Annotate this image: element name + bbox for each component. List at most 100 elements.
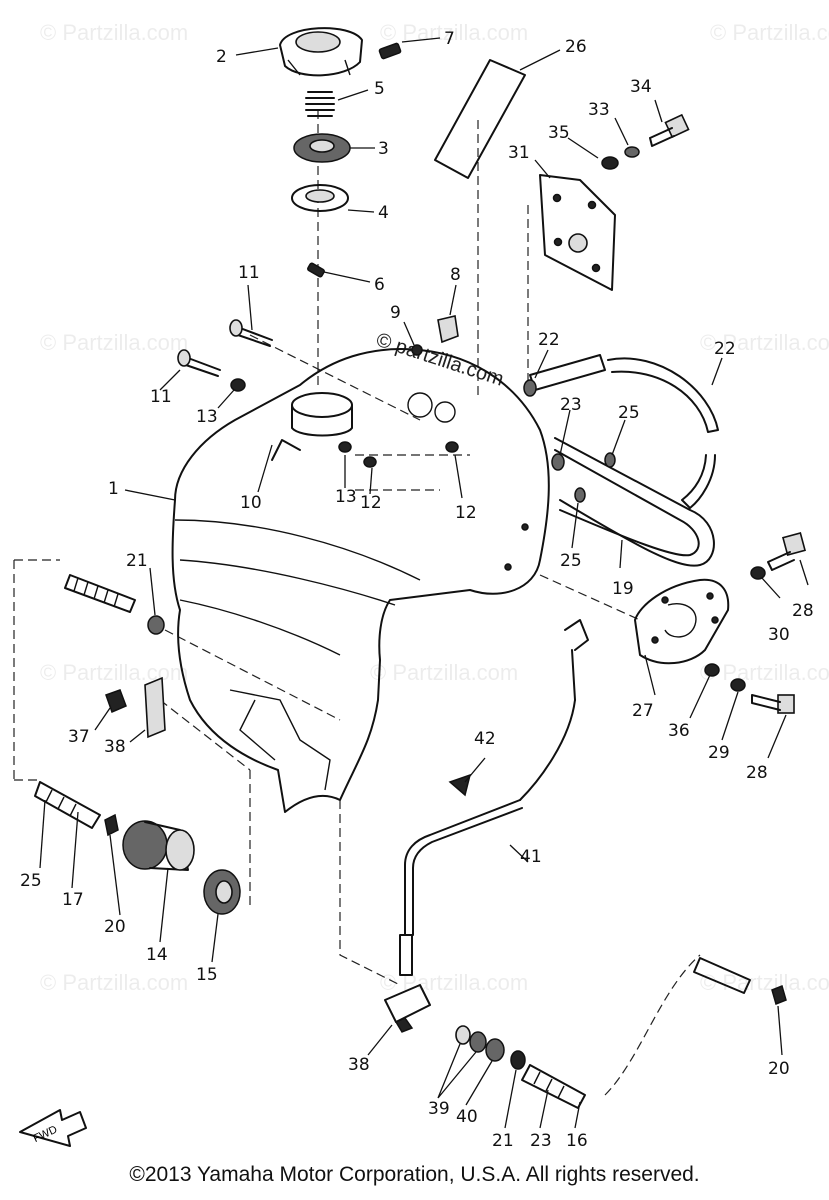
copyright-notice: ©2013 Yamaha Motor Corporation, U.S.A. A… [129, 1163, 700, 1186]
callout-label: 12 [360, 493, 382, 513]
hose-clip [574, 452, 616, 503]
callout-label: 23 [530, 1131, 552, 1151]
callout-label: 21 [126, 551, 148, 571]
fuel-cock [384, 934, 431, 1033]
cap-seal [293, 133, 351, 163]
hose-clamp [147, 615, 165, 635]
callout-label: 12 [455, 503, 477, 523]
callout-label: 11 [150, 387, 172, 407]
callout-label: 38 [104, 737, 126, 757]
callout-label: 20 [768, 1059, 790, 1079]
washer [338, 441, 352, 453]
callout-label: 6 [374, 275, 385, 295]
cap-gasket [291, 184, 349, 212]
callout-label: 41 [520, 847, 542, 867]
hose-spring [521, 1064, 586, 1109]
bracket-clip [271, 439, 301, 461]
small-pin [307, 262, 325, 278]
callout-labels: 2 7 5 3 4 6 26 34 33 35 31 8 9 11 11 13 … [20, 29, 814, 1151]
vent-hose [434, 59, 526, 179]
bolt [751, 694, 795, 714]
callout-label: 29 [708, 743, 730, 763]
fwd-arrow: FWD [19, 1109, 87, 1147]
callout-label: 39 [428, 1099, 450, 1119]
callout-label: 22 [714, 339, 736, 359]
bolt [229, 319, 273, 347]
callout-label: 42 [474, 729, 496, 749]
watermark: © Partzilla.com [700, 660, 829, 685]
callout-label: 4 [378, 203, 389, 223]
callout-label: 20 [104, 917, 126, 937]
callout-label: 37 [68, 727, 90, 747]
callout-label: 11 [238, 263, 260, 283]
fuel-tank [171, 348, 550, 813]
clip [104, 813, 119, 837]
callout-label: 31 [508, 143, 530, 163]
callout-label: 30 [768, 625, 790, 645]
watermark: © Partzilla.com [700, 330, 829, 355]
callout-label: 2 [216, 47, 227, 67]
callout-label: 13 [335, 487, 357, 507]
nut [105, 689, 127, 714]
center-watermark: © partzilla.com [373, 329, 506, 391]
cable-clip [448, 773, 472, 797]
hose-spring [64, 574, 136, 613]
filler-cap [122, 820, 195, 871]
callout-label: 25 [20, 871, 42, 891]
nut [601, 156, 619, 170]
guide-lines [13, 110, 701, 1096]
gasket [203, 869, 241, 915]
callout-label: 10 [240, 493, 262, 513]
fuel-hose [554, 437, 715, 567]
watermark: © Partzilla.com [380, 20, 528, 45]
callout-label: 16 [566, 1131, 588, 1151]
callout-label: 8 [450, 265, 461, 285]
bolt [767, 531, 807, 571]
leader-lines [39, 37, 809, 1129]
callout-label: 17 [62, 890, 84, 910]
callout-label: 21 [492, 1131, 514, 1151]
washer [624, 146, 640, 158]
cable-lever [519, 619, 589, 801]
breather-hose [529, 354, 719, 509]
callout-label: 27 [632, 701, 654, 721]
washer [704, 663, 746, 692]
callout-label: 38 [348, 1055, 370, 1075]
bolt [177, 349, 221, 377]
callout-label: 33 [588, 100, 610, 120]
callout-label: 14 [146, 945, 168, 965]
callout-label: 19 [612, 579, 634, 599]
cap-spring [305, 91, 335, 117]
washer [750, 566, 766, 580]
callout-label: 5 [374, 79, 385, 99]
callout-label: 35 [548, 123, 570, 143]
mount-bracket [144, 676, 166, 739]
callout-label: 28 [792, 601, 814, 621]
callout-label: 22 [538, 330, 560, 350]
watermark: © Partzilla.com [710, 20, 829, 45]
callout-label: 25 [618, 403, 640, 423]
fuel-cable [404, 799, 523, 936]
watermark: © Partzilla.com [40, 660, 188, 685]
grommet [363, 441, 459, 468]
hose-spring [34, 781, 101, 829]
callout-label: 26 [565, 37, 587, 57]
watermark: © Partzilla.com [40, 970, 188, 995]
cap-pin [378, 42, 402, 60]
callout-label: 25 [560, 551, 582, 571]
fuel-cap [279, 27, 363, 77]
watermark: © Partzilla.com [40, 20, 188, 45]
callout-label: 1 [108, 479, 119, 499]
filter-washers [455, 1025, 526, 1070]
hose-spring [693, 957, 751, 994]
hose-clamp [523, 379, 565, 471]
bolt [649, 113, 690, 147]
callout-label: 36 [668, 721, 690, 741]
callout-label: 34 [630, 77, 652, 97]
callout-label: 13 [196, 407, 218, 427]
callout-label: 23 [560, 395, 582, 415]
watermark: © Partzilla.com [40, 330, 188, 355]
callout-label: 9 [390, 303, 401, 323]
watermark: © Partzilla.com [380, 970, 528, 995]
